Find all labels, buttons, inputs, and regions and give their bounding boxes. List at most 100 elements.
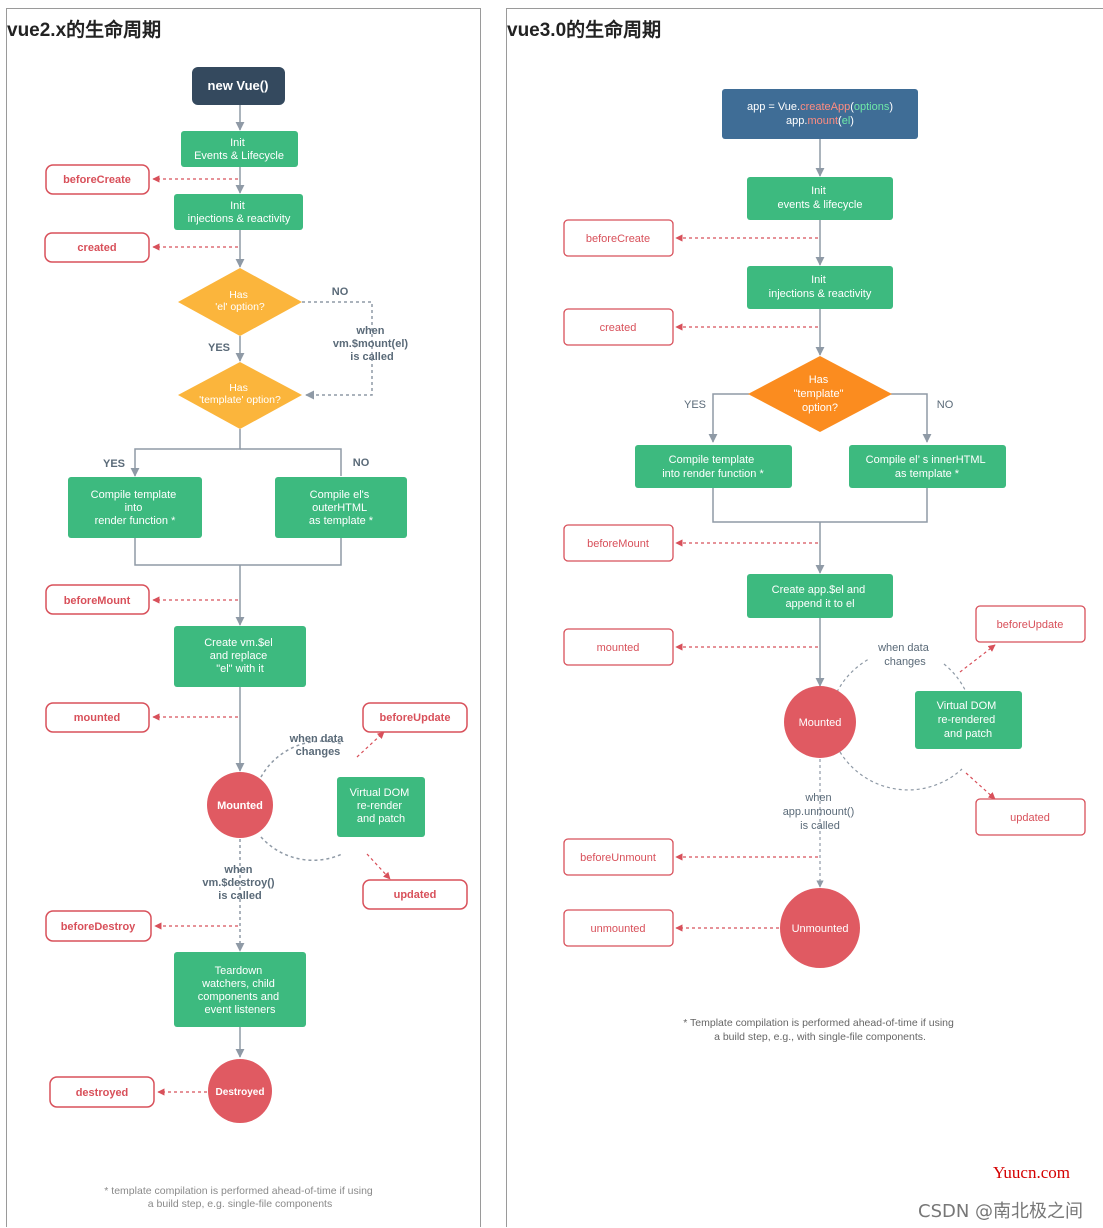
svg-text:created: created <box>600 322 637 334</box>
svg-text:Unmounted: Unmounted <box>792 923 849 935</box>
vue2-lifecycle-diagram: new Vue() Init Events & Lifecycle Init i… <box>44 67 468 1210</box>
vue2-has-el-line1: Has <box>229 289 248 301</box>
vue2-create-el-box: Create vm.$el and replace "el" with it <box>174 626 306 687</box>
vue2-hook-created: created <box>44 232 150 263</box>
vue2-no-label-2: NO <box>353 457 370 469</box>
vue3-virtual-dom-box: Virtual DOM re-rendered and patch <box>915 691 1022 749</box>
svg-text:mounted: mounted <box>74 712 120 724</box>
svg-text:updated: updated <box>1010 812 1050 824</box>
svg-text:Init Events & Lifecycl: Init Events & Lifecycle <box>194 137 284 162</box>
vue2-start-node: new Vue() <box>192 67 285 105</box>
svg-text:beforeCreate: beforeCreate <box>63 174 131 186</box>
vue2-has-el-diamond: Has 'el' option? <box>178 268 302 336</box>
vue2-yes-label-2: YES <box>103 458 125 470</box>
svg-text:Init injections & reac: Init injections & reactivity <box>769 274 872 300</box>
svg-text:beforeUpdate: beforeUpdate <box>997 619 1064 631</box>
svg-text:Teardown watchers, chi: Teardown watchers, child components and … <box>198 965 282 1016</box>
vue3-hook-beforeUpdate: beforeUpdate <box>975 605 1086 643</box>
svg-text:Has 'template' option?: Has 'template' option? <box>199 382 281 406</box>
vue3-hook-updated: updated <box>975 798 1086 836</box>
vue3-hook-beforeUnmount: beforeUnmount <box>563 838 674 876</box>
vue3-mounted-circle: Mounted <box>784 686 856 758</box>
vue2-yes-label-1: YES <box>208 342 230 354</box>
vue2-hook-beforeUpdate: beforeUpdate <box>362 702 468 733</box>
csdn-watermark: CSDN @南北极之间 <box>918 1201 1084 1222</box>
vue3-when-unmount-label: when app.unmount() is called <box>783 792 858 832</box>
vue2-when-destroy-label: when vm.$destroy() is called <box>202 864 277 902</box>
vue2-hook-destroyed: destroyed <box>49 1076 155 1108</box>
vue3-hook-beforeMount: beforeMount <box>563 524 674 562</box>
vue2-init-injections-line1: Init <box>230 200 245 212</box>
vue2-init-events-line2: Events & Lifecycle <box>194 150 284 162</box>
vue3-start-node: app = Vue.createApp(options) app.mount(e… <box>722 89 918 139</box>
vue2-hook-updated: updated <box>362 879 468 910</box>
vue2-footnote: * template compilation is performed ahea… <box>104 1185 375 1210</box>
svg-text:Compile el’ s innerHTML: Compile el’ s innerHTML as template * <box>866 454 989 480</box>
vue3-compile-el-box: Compile el’ s innerHTML as template * <box>849 445 1006 488</box>
vue2-has-template-line1: Has <box>229 382 248 394</box>
vue2-has-template-line2: 'template' option? <box>199 394 281 406</box>
svg-text:beforeMount: beforeMount <box>587 538 649 550</box>
vue2-hook-beforeMount: beforeMount <box>45 584 150 615</box>
vue2-when-data-changes-label: when data changes <box>289 733 347 758</box>
vue3-no-label: NO <box>937 399 954 411</box>
vue2-lifecycle-panel: vue2.x的生命周期 <box>6 8 481 1227</box>
vue2-has-template-diamond: Has 'template' option? <box>178 362 302 429</box>
vue2-hook-beforeCreate: beforeCreate <box>45 164 150 195</box>
svg-text:Virtual DOM re-rendere: Virtual DOM re-rendered and patch <box>937 700 1000 740</box>
vue3-create-el-box: Create app.$el and append it to el <box>747 574 893 618</box>
svg-text:created: created <box>77 242 116 254</box>
vue2-teardown-box: Teardown watchers, child components and … <box>174 952 306 1027</box>
vue3-unmounted-circle: Unmounted <box>780 888 860 968</box>
vue3-init-events-box: Init events & lifecycle <box>747 177 893 220</box>
vue3-when-data-changes-label: when data changes <box>877 642 932 668</box>
svg-text:Create vm.$el and repl: Create vm.$el and replace "el" with it <box>204 637 276 675</box>
vue2-compile-template-box: Compile template into render function * <box>68 477 202 538</box>
svg-text:beforeCreate: beforeCreate <box>586 233 650 245</box>
svg-text:beforeMount: beforeMount <box>64 595 131 607</box>
vue3-yes-label: YES <box>684 399 706 411</box>
svg-text:Compile template into: Compile template into render function * <box>91 489 180 527</box>
svg-text:Init events & lifecycl: Init events & lifecycle <box>778 185 863 211</box>
vue2-destroyed-circle: Destroyed <box>208 1059 272 1123</box>
svg-text:beforeUpdate: beforeUpdate <box>380 712 451 724</box>
svg-text:Mounted: Mounted <box>217 800 263 812</box>
vue2-init-injections-line2: injections & reactivity <box>188 213 291 225</box>
svg-text:unmounted: unmounted <box>590 923 645 935</box>
svg-text:Has "template": Has "template" option? <box>793 374 846 414</box>
svg-text:Compile el's outerHTML: Compile el's outerHTML as template * <box>309 489 374 527</box>
vue3-hook-beforeCreate: beforeCreate <box>563 219 674 257</box>
vue2-no-label-1: NO <box>332 286 349 298</box>
vue3-init-injections-box: Init injections & reactivity <box>747 266 893 309</box>
vue2-hook-mounted: mounted <box>45 702 150 733</box>
vue2-init-events-box: Init Events & Lifecycle <box>181 131 298 167</box>
svg-text:Has 'el' option?: Has 'el' option? <box>215 289 265 313</box>
vue3-hook-created: created <box>563 308 674 346</box>
svg-text:destroyed: destroyed <box>76 1087 129 1099</box>
vue3-start-line2: app.mount(el) <box>786 115 854 127</box>
svg-text:Create app.$el and app: Create app.$el and append it to el <box>772 584 869 610</box>
vue3-start-line1: app = Vue.createApp(options) <box>747 101 893 113</box>
vue3-hook-mounted: mounted <box>563 628 674 666</box>
svg-text:Mounted: Mounted <box>799 717 842 729</box>
vue3-has-template-diamond: Has "template" option? <box>748 356 892 432</box>
vue3-lifecycle-diagram: app = Vue.createApp(options) app.mount(e… <box>563 89 1086 1043</box>
vue3-compile-template-box: Compile template into render function * <box>635 445 792 488</box>
svg-text:Destroyed: Destroyed <box>216 1087 265 1098</box>
vue2-title: vue2.x的生命周期 <box>7 20 162 41</box>
vue2-init-events-line1: Init <box>230 137 245 149</box>
vue3-hook-unmounted: unmounted <box>563 909 674 947</box>
svg-text:beforeDestroy: beforeDestroy <box>61 921 136 933</box>
vue2-when-mount-label: when vm.$mount(el) is called <box>333 325 411 363</box>
svg-text:Virtual DOM re-render: Virtual DOM re-render and patch <box>350 787 413 825</box>
vue3-title: vue3.0的生命周期 <box>507 20 662 41</box>
vue2-compile-el-box: Compile el's outerHTML as template * <box>275 477 407 538</box>
vue2-mounted-circle: Mounted <box>207 772 273 838</box>
vue3-lifecycle-panel: vue3.0的生命周期 <box>506 8 1103 1227</box>
yuucn-watermark: Yuucn.com <box>993 1163 1070 1182</box>
svg-text:Init injections & reac: Init injections & reactivity <box>188 200 291 225</box>
vue2-hook-beforeDestroy: beforeDestroy <box>45 910 152 942</box>
svg-text:Compile template into: Compile template into render function * <box>662 454 764 480</box>
vue2-has-el-line2: 'el' option? <box>215 301 265 313</box>
svg-text:mounted: mounted <box>597 642 640 654</box>
